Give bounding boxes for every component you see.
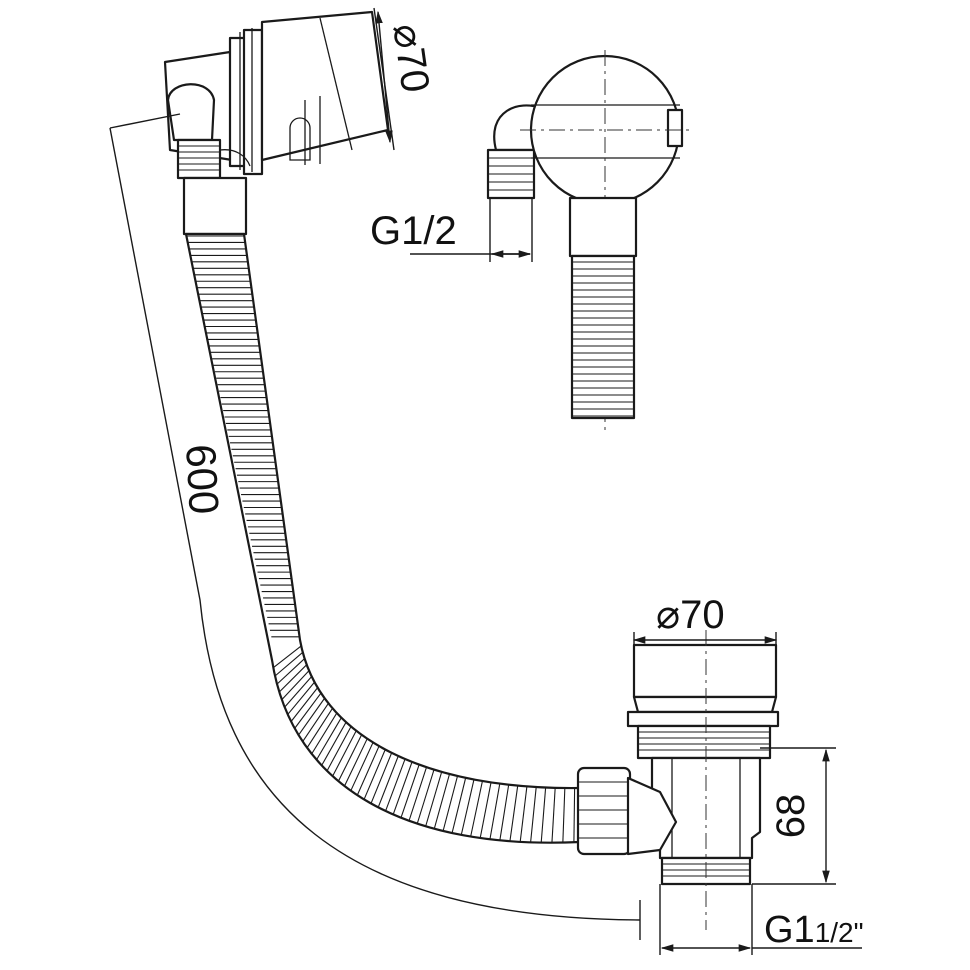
hose-rib — [408, 767, 428, 821]
hose-rib — [425, 771, 443, 827]
hose-rib — [385, 758, 406, 812]
hose-rib — [302, 703, 329, 742]
hose-rib — [377, 755, 399, 808]
hose-rib — [274, 651, 304, 677]
drain-thread-dimension: G11/2" — [659, 884, 864, 955]
hose-rib — [294, 692, 322, 729]
hose-rib — [298, 697, 326, 736]
hose-rib — [530, 786, 537, 843]
hose-rib — [479, 782, 492, 839]
hose-rib — [332, 730, 357, 777]
hose-rib — [370, 752, 393, 804]
hose-rib — [321, 721, 347, 766]
overflow-diameter-dimension: ⌀70 — [373, 7, 437, 151]
hose-rib — [316, 717, 342, 761]
hose-rib — [400, 764, 420, 818]
overflow-head-side-view — [163, 10, 390, 180]
overflow-head-front-view — [486, 50, 690, 430]
hose-rib — [442, 775, 459, 832]
drain-diameter-label: ⌀70 — [656, 593, 725, 637]
drain-diameter-dimension: ⌀70 — [632, 593, 778, 645]
hose-rib — [573, 788, 576, 843]
hose-rib — [287, 681, 315, 715]
overflow-thread-dimension: G1/2 — [370, 198, 533, 262]
hose-rib — [356, 745, 380, 796]
hose-rib — [540, 787, 547, 843]
hose-rib — [519, 786, 528, 842]
hose-length-dimension: 600 — [109, 113, 641, 940]
hose-rib — [363, 749, 386, 800]
hose-rib — [451, 777, 467, 834]
corrugated-hose — [182, 176, 632, 856]
hose-rib — [489, 783, 501, 840]
hose-rib — [306, 707, 333, 749]
hose-rib — [551, 787, 556, 843]
hose-rib — [350, 742, 374, 791]
drain-thread-label: G11/2" — [764, 909, 864, 951]
drain-assembly — [626, 630, 780, 930]
hose-rib — [509, 785, 519, 842]
overflow-diameter-label: ⌀70 — [384, 21, 437, 95]
overflow-thread-label: G1/2 — [370, 209, 457, 253]
hose-rib — [281, 670, 310, 701]
hose-rib — [392, 761, 413, 815]
hose-rib — [284, 676, 313, 708]
hose-length-label: 600 — [177, 443, 228, 515]
drain-height-label: 68 — [769, 794, 813, 839]
hose-rib — [433, 773, 451, 829]
hose-rib — [562, 788, 566, 843]
hose-rib — [460, 779, 475, 836]
drain-height-dimension: 68 — [752, 747, 836, 885]
hose-rib — [290, 687, 319, 722]
hose-rib — [326, 726, 352, 772]
hose-rib — [276, 658, 305, 685]
hose-rib — [337, 734, 363, 782]
hose-rib — [344, 738, 368, 787]
hose-rib — [470, 780, 483, 837]
hose-rib — [278, 664, 308, 693]
hose-rib — [416, 769, 435, 824]
hose-rib — [311, 712, 338, 755]
hose-rib — [499, 784, 510, 841]
hose-rib — [272, 645, 302, 669]
